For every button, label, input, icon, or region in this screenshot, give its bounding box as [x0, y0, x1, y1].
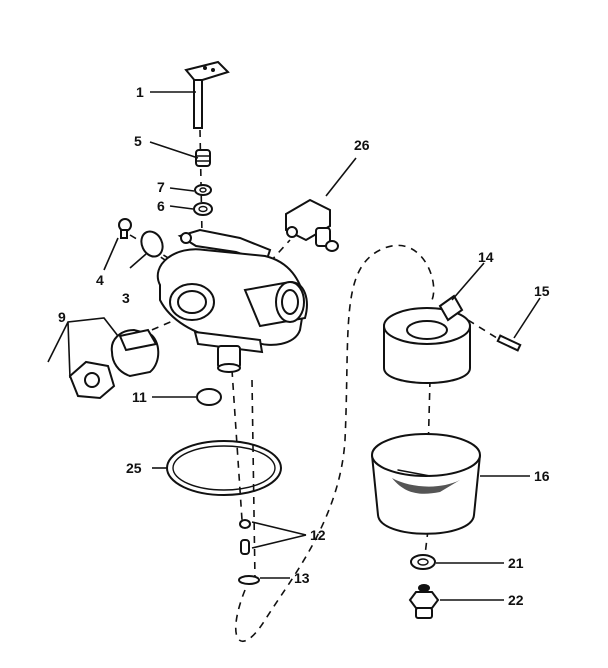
callout-3: 3	[122, 290, 130, 306]
part-7-washer	[194, 184, 212, 196]
callout-12: 12	[310, 527, 326, 543]
part-13-clip	[238, 575, 260, 585]
callout-14: 14	[478, 249, 494, 265]
callout-labels: 1 5 7 6 4 3 9 11 25 12 13 14 15 16 21 22…	[58, 84, 550, 608]
callout-22: 22	[508, 592, 524, 608]
callout-15: 15	[534, 283, 550, 299]
callout-16: 16	[534, 468, 550, 484]
callout-4: 4	[96, 272, 104, 288]
part-22-bowl-nut	[408, 584, 440, 619]
part-26-choke-valve	[285, 198, 339, 252]
callout-1: 1	[136, 84, 144, 100]
part-12-needle	[239, 519, 251, 555]
part-14-float	[383, 294, 471, 384]
callout-7: 7	[157, 179, 165, 195]
part-3-plate	[140, 230, 164, 258]
callout-21: 21	[508, 555, 524, 571]
callout-6: 6	[157, 198, 165, 214]
part-16-float-bowl	[371, 433, 481, 535]
callout-11: 11	[132, 389, 147, 405]
callout-5: 5	[134, 133, 142, 149]
part-5-spring	[195, 149, 211, 167]
callout-9: 9	[58, 309, 66, 325]
callout-26: 26	[354, 137, 370, 153]
part-4-screw	[118, 218, 132, 239]
callout-25: 25	[126, 460, 142, 476]
part-6-seal	[193, 202, 213, 216]
part-21-washer	[410, 554, 436, 570]
callout-13: 13	[294, 570, 310, 586]
carburetor-body	[156, 228, 308, 373]
part-9-primer	[68, 328, 160, 400]
leader-lines	[47, 91, 541, 601]
part-1-throttle-shaft	[184, 60, 230, 129]
part-11-plug	[196, 388, 222, 406]
part-25-gasket	[166, 440, 282, 496]
part-15-pin	[496, 334, 522, 352]
